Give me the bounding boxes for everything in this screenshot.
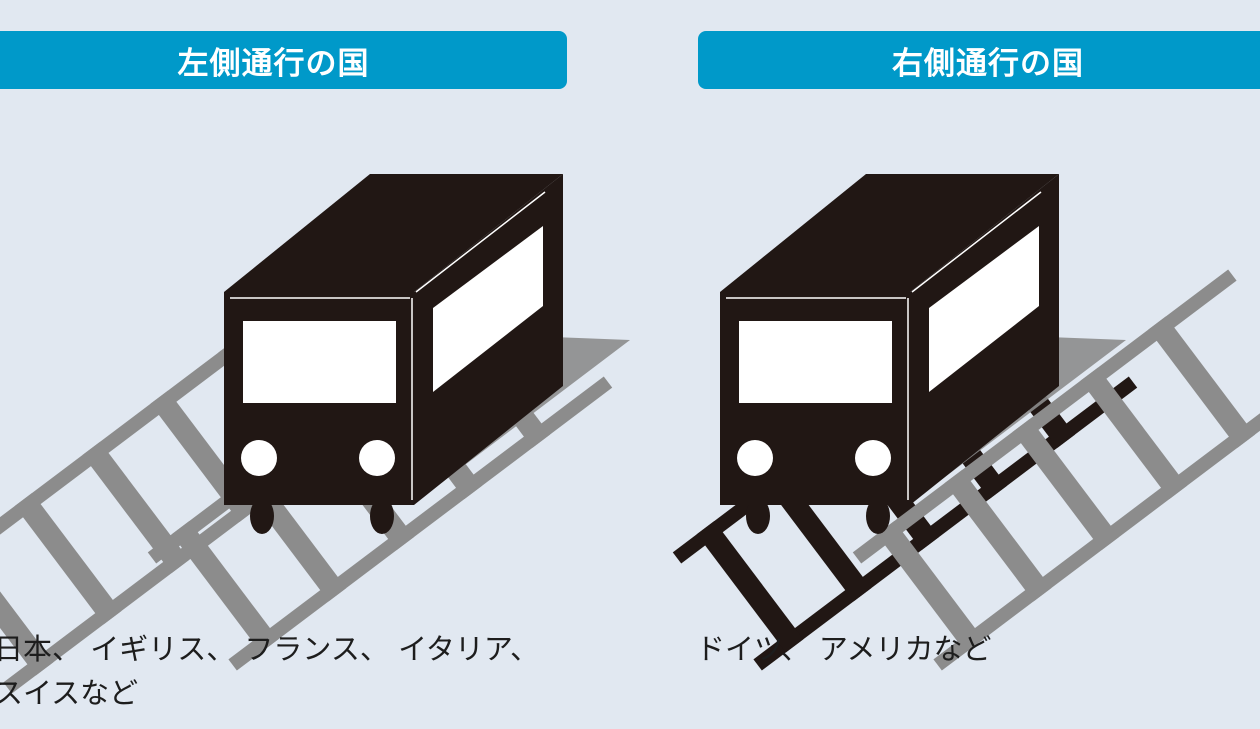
left-country-list: 日本、 イギリス、 フランス、 イタリア、 スイスなど [0, 627, 539, 715]
left-train [223, 173, 631, 535]
left-country-line-2: スイスなど [0, 676, 139, 710]
left-country-line-1: 日本、 イギリス、 フランス、 イタリア、 [0, 632, 540, 666]
right-country-line-1: ドイツ、 アメリカなど [696, 632, 992, 666]
right-country-list: ドイツ、 アメリカなど [696, 627, 991, 671]
left-traffic-banner: 左側通行の国 [0, 31, 567, 89]
right-traffic-title: 右側通行の国 [892, 45, 1084, 82]
right-traffic-banner: 右側通行の国 [698, 31, 1260, 89]
left-traffic-title: 左側通行の国 [177, 45, 370, 82]
